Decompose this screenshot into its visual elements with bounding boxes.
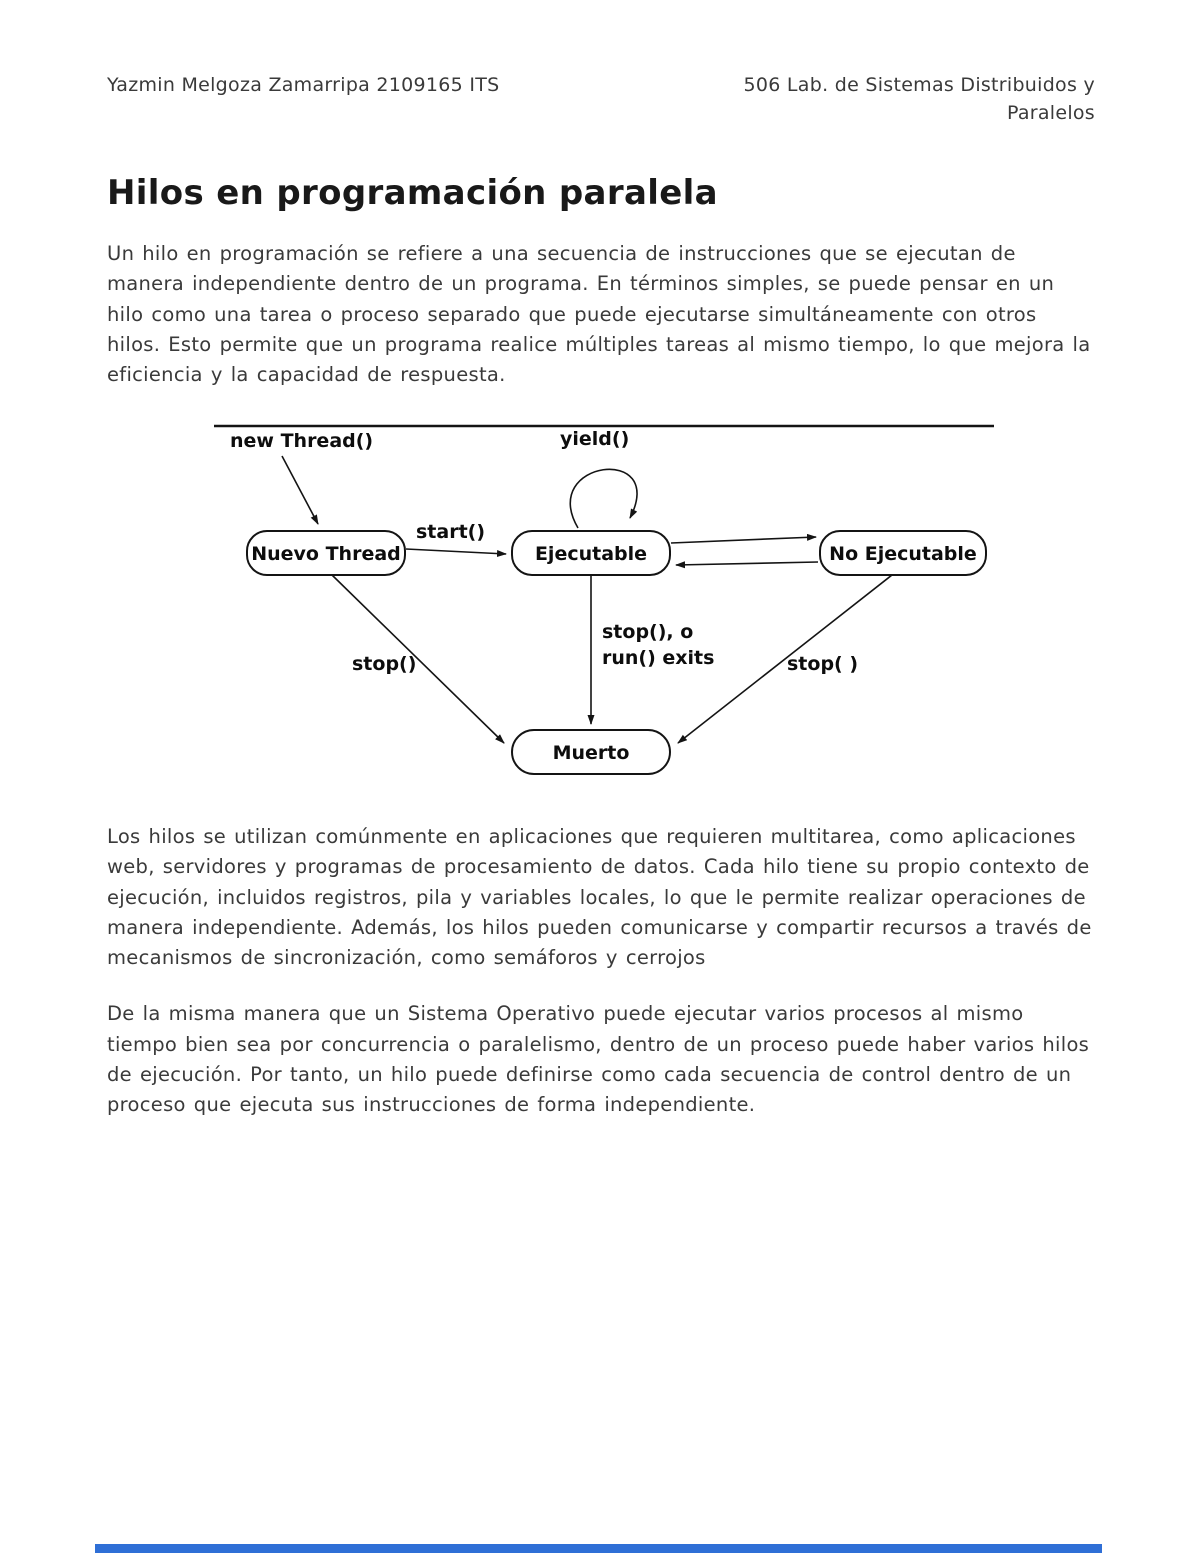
label-stop-center-line2: run() exits (602, 647, 714, 669)
state-nuevo-thread-label: Nuevo Thread (251, 543, 401, 565)
label-stop-left: stop() (352, 653, 416, 675)
page-title: Hilos en programación paralela (107, 173, 718, 214)
label-new-thread: new Thread() (230, 430, 373, 452)
paragraph-uses: Los hilos se utilizan comúnmente en apli… (107, 825, 1092, 970)
state-nuevo-thread-box (246, 530, 406, 577)
header-author: Yazmin Melgoza Zamarripa 2109165 ITS (107, 74, 500, 96)
edge-yield-loop (569, 468, 638, 529)
edge-noejecutable-to-muerto (677, 574, 893, 744)
edge-start (405, 548, 507, 558)
state-muerto-box (511, 729, 671, 776)
edge-ejecutable-to-noejecutable (670, 534, 817, 544)
thread-state-diagram: new Thread() yield() start() stop(), o r… (202, 414, 1032, 796)
state-no-ejecutable-box (819, 530, 987, 577)
label-stop-center-line1: stop(), o (602, 621, 693, 643)
state-no-ejecutable-label: No Ejecutable (829, 543, 977, 565)
paragraph-os: De la misma manera que un Sistema Operat… (107, 1002, 1090, 1116)
state-muerto-label: Muerto (553, 742, 630, 764)
paragraph-intro: Un hilo en programación se refiere a una… (107, 242, 1091, 386)
label-start: start() (416, 521, 485, 543)
edge-new-thread (281, 455, 319, 526)
label-stop-right: stop( ) (787, 653, 858, 675)
header-course-line2: Paralelos (1006, 101, 1095, 124)
header-course-line1: 506 Lab. de Sistemas Distribuidos y (743, 74, 1095, 96)
state-ejecutable-label: Ejecutable (535, 543, 647, 565)
label-yield: yield() (560, 428, 629, 450)
state-ejecutable-box (511, 530, 671, 577)
edge-noejecutable-to-ejecutable (675, 561, 819, 569)
header-course: 506 Lab. de Sistemas Distribuidos y Para… (743, 72, 1095, 127)
document-header: Yazmin Melgoza Zamarripa 2109165 ITS 506… (107, 72, 1095, 127)
bottom-accent-bar (95, 1544, 1102, 1553)
edge-nuevo-to-muerto (331, 574, 505, 744)
